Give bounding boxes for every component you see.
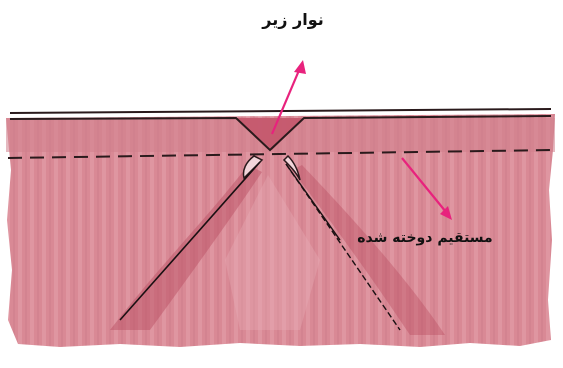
- dart-line-right-solid: [285, 163, 341, 241]
- band-notch: [236, 118, 304, 150]
- top-band-arrow: [270, 67, 302, 135]
- notch-tip-right: [282, 154, 301, 181]
- dart-line-right: [285, 163, 401, 331]
- fabric-center-highlight: [225, 175, 320, 330]
- top-band-arrowhead: [294, 60, 306, 74]
- top-band-label: نوار زیر: [262, 10, 324, 29]
- dart-line-left: [119, 161, 261, 321]
- straight-stitch-line: [7, 149, 554, 159]
- top-edge-line-inner: [9, 115, 552, 152]
- dart-shading-right: [292, 165, 445, 335]
- stitch-arrow: [401, 157, 447, 213]
- top-edge-line-outer: [9, 108, 552, 114]
- fabric-panel: [6, 114, 555, 347]
- stitch-arrowhead: [440, 206, 452, 220]
- straight-stitch-label: مستقیم دوخته شده: [357, 230, 493, 246]
